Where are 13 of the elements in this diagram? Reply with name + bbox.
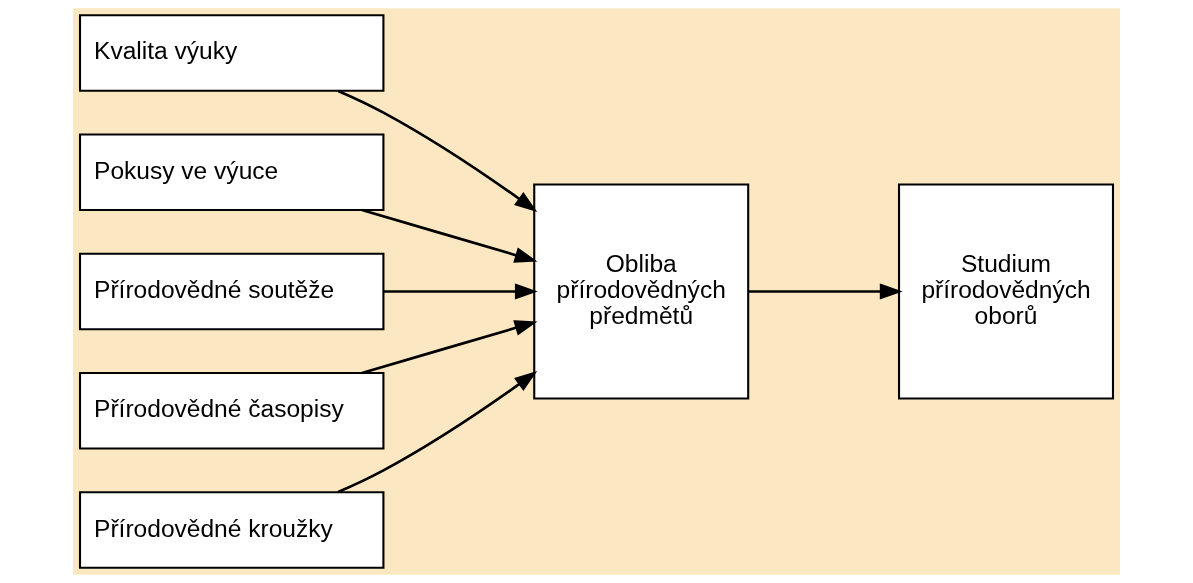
arrow <box>337 371 538 494</box>
node-box: Kvalita výuky <box>78 14 385 92</box>
arrow <box>361 208 538 263</box>
node-box: Pokusy ve výuce <box>78 133 385 211</box>
arrow <box>337 89 538 212</box>
node-box: Přírodovědné kroužky <box>78 491 385 569</box>
arrow <box>361 320 538 375</box>
arrow <box>748 283 903 300</box>
node-box: Studium přírodovědných oborů <box>898 183 1115 400</box>
node-box: Přírodovědné soutěže <box>78 252 385 331</box>
node-box: Přírodovědné časopisy <box>78 372 385 450</box>
arrow <box>383 283 538 300</box>
node-box: Obliba přírodovědných předmětů <box>533 183 750 400</box>
